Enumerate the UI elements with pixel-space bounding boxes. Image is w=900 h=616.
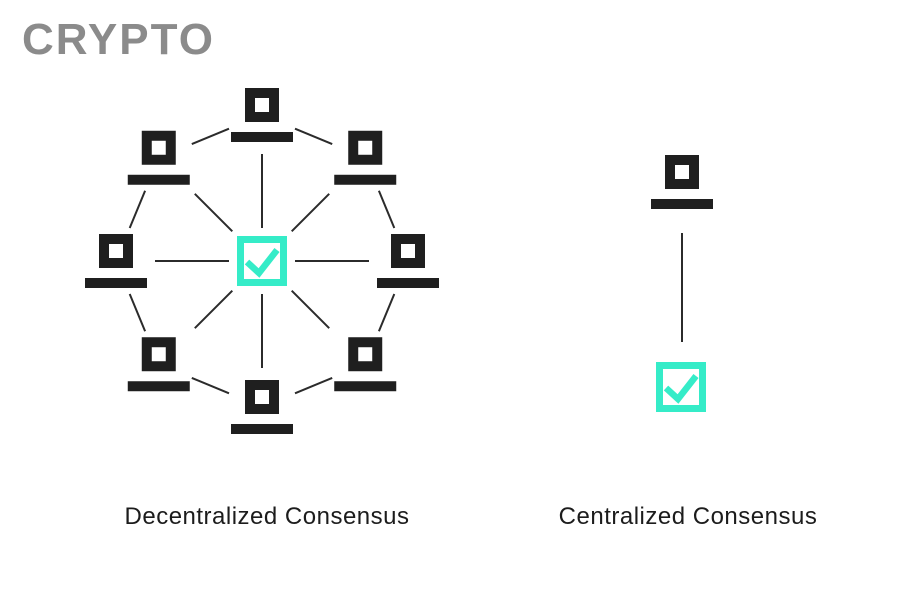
connection-line <box>128 293 147 332</box>
computer-node-icon <box>334 130 397 185</box>
checkmark-checkbox-icon <box>656 362 706 412</box>
computer-node-icon <box>651 155 713 209</box>
computer-node-icon <box>127 130 190 185</box>
connection-line <box>377 190 396 229</box>
computer-node-icon <box>85 234 147 288</box>
connection-line <box>294 376 333 395</box>
connection-line <box>191 376 230 395</box>
computer-node-icon <box>334 337 397 392</box>
computer-node-icon <box>127 337 190 392</box>
centralized-consensus-label: Centralized Consensus <box>558 503 818 530</box>
computer-node-icon <box>231 380 293 434</box>
connection-line <box>294 127 333 146</box>
computer-node-icon <box>231 88 293 142</box>
connection-line <box>194 193 234 233</box>
connection-line <box>290 193 330 233</box>
connection-line <box>191 127 230 146</box>
connection-line <box>194 289 234 329</box>
connection-line <box>290 289 330 329</box>
checkmark-checkbox-icon <box>237 236 287 286</box>
connection-line <box>128 190 147 229</box>
decentralized-consensus-label: Decentralized Consensus <box>124 503 410 530</box>
crypto-logo: CRYPTO <box>22 15 215 64</box>
connection-line <box>377 293 396 332</box>
computer-node-icon <box>377 234 439 288</box>
